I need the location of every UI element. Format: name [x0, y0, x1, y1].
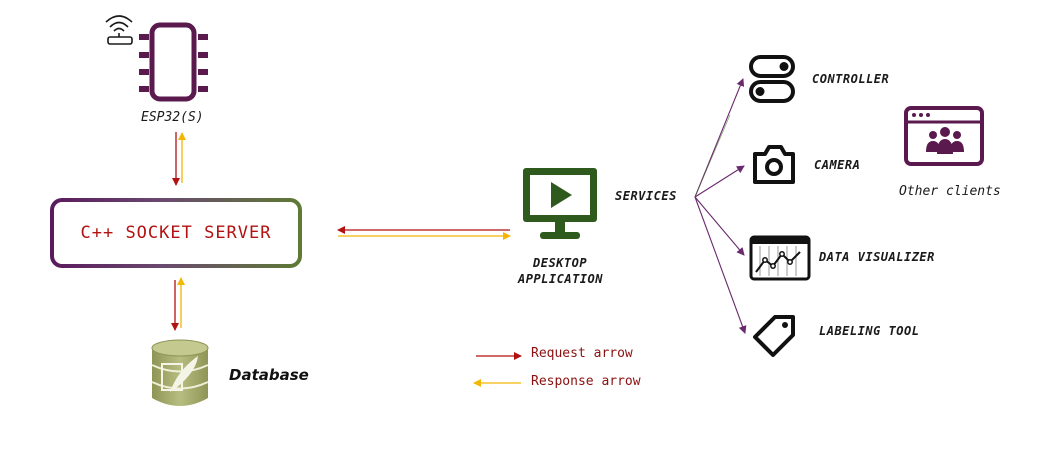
other-clients-icon: [904, 106, 984, 166]
services-label: SERVICES: [615, 189, 677, 203]
database-label: Database: [229, 366, 309, 384]
fan-shade-line: [694, 114, 731, 198]
tag-icon: [753, 315, 795, 357]
esp32-label: ESP32(S): [141, 110, 204, 125]
wifi-router-icon: [105, 15, 133, 45]
legend-request-label: Request arrow: [531, 346, 633, 361]
socket-server-box: C++ SOCKET SERVER: [50, 198, 302, 268]
services-to-visualizer-line: [694, 196, 745, 256]
line-chart-icon: [749, 235, 811, 281]
services-to-camera-line: [694, 165, 745, 198]
desktop-label-line2: APPLICATION: [518, 272, 603, 286]
legend-response-label: Response arrow: [531, 374, 641, 389]
data-visualizer-label: DATA VISUALIZER: [819, 250, 935, 264]
camera-icon: [753, 145, 795, 184]
socket-server-label: C++ SOCKET SERVER: [80, 223, 272, 243]
labeling-tool-label: LABELING TOOL: [819, 324, 920, 338]
esp32-chip-icon: [139, 22, 208, 102]
desktop-label-line1: DESKTOP: [533, 256, 588, 270]
database-icon: [151, 339, 209, 406]
desktop-monitor-icon: [523, 168, 597, 239]
toggle-switch-icon: [749, 55, 795, 103]
services-to-labeling-line: [694, 196, 747, 334]
camera-label: CAMERA: [814, 158, 861, 172]
other-clients-label: Other clients: [899, 184, 1001, 199]
controller-label: CONTROLLER: [812, 72, 890, 86]
